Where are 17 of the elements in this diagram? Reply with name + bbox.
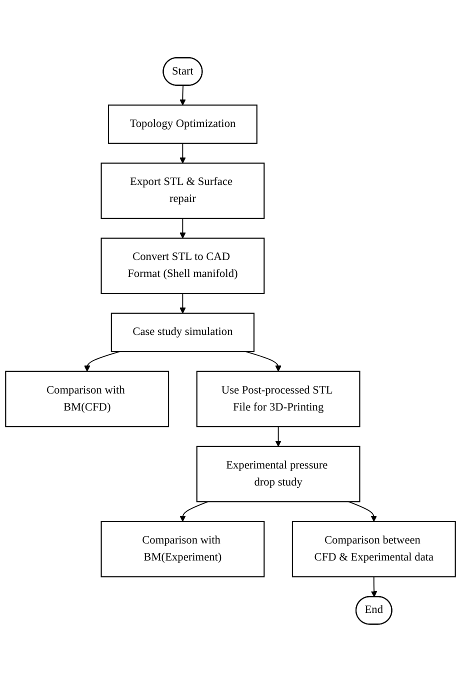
arrow bbox=[180, 293, 186, 314]
arrow bbox=[180, 218, 186, 239]
node-box: Export STL & Surface repair bbox=[100, 162, 265, 220]
node-box: Use Post-processed STL File for 3D-Printing bbox=[196, 370, 360, 428]
arrow bbox=[275, 426, 282, 447]
node-box: Topology Optimization bbox=[108, 104, 258, 144]
node-box: Experimental pressure drop study bbox=[196, 446, 360, 502]
arrow bbox=[370, 576, 378, 598]
node-box: Comparison with BM(Experiment) bbox=[100, 521, 265, 578]
node-box: Comparison with BM(CFD) bbox=[5, 370, 170, 428]
arrow bbox=[180, 501, 208, 522]
node-box: Case study simulation bbox=[110, 312, 255, 352]
arrow bbox=[348, 501, 377, 522]
node-box: Comparison between CFD & Experimental data bbox=[292, 521, 456, 578]
arrow bbox=[180, 142, 186, 164]
node-box: Convert STL to CAD Format (Shell manifold) bbox=[100, 238, 265, 294]
arrow bbox=[180, 85, 186, 106]
